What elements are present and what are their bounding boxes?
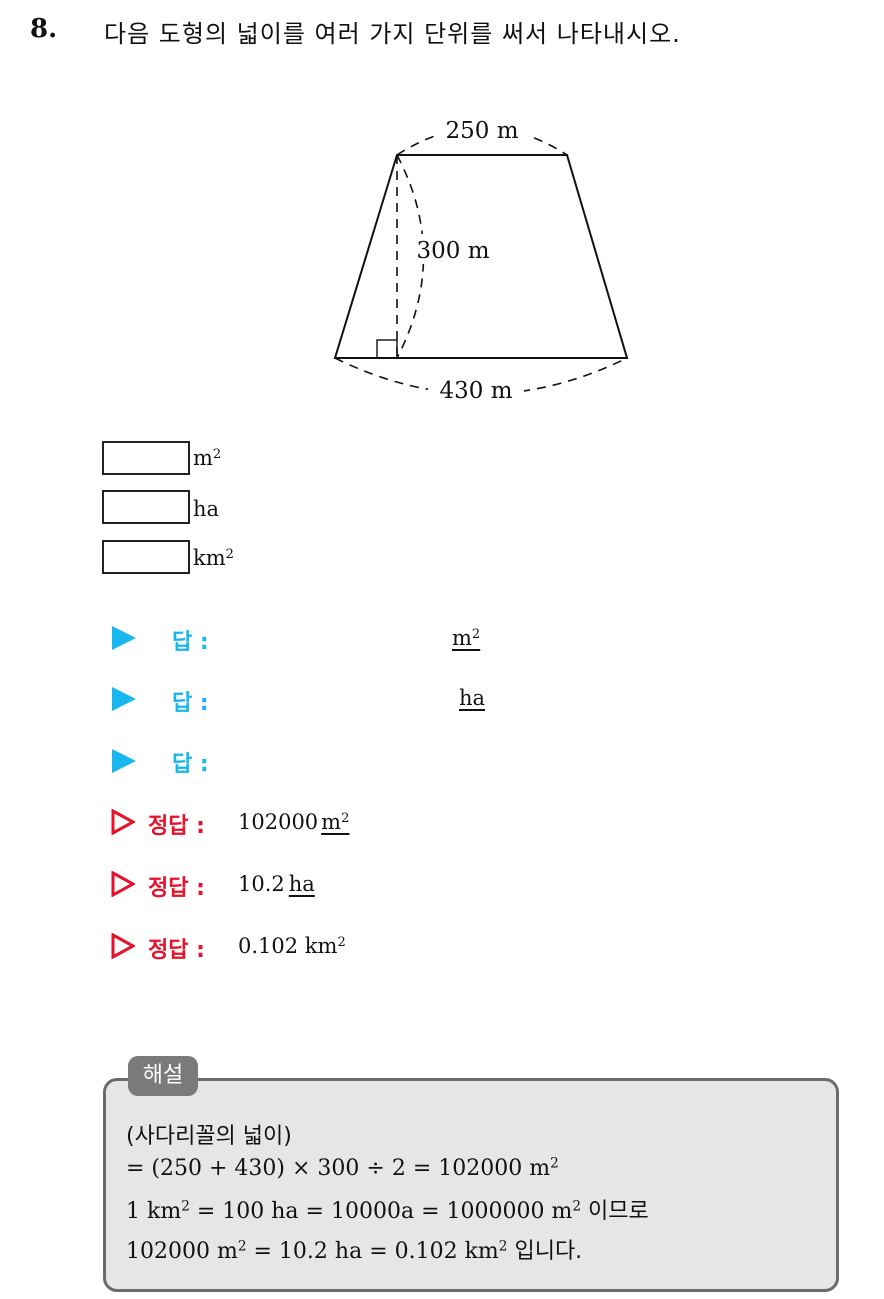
explanation-line-4: 102000 m2 = 10.2 ha = 0.102 km2 입니다.	[126, 1238, 583, 1264]
correct-label: 정답 :	[148, 876, 205, 901]
question-number: 8.	[30, 14, 58, 44]
explanation-line-2: = (250 + 430) × 300 ÷ 2 = 102000 m2	[126, 1155, 559, 1181]
correct-arrow-icon	[111, 933, 135, 959]
answer-box-ha[interactable]	[102, 490, 190, 524]
answer-label: 답 :	[172, 630, 209, 655]
answer-arrow-icon	[112, 626, 136, 650]
explanation-line-3: 1 km2 = 100 ha = 10000a = 1000000 m2 이므로	[126, 1198, 649, 1224]
answer-box-m2[interactable]	[102, 441, 190, 475]
question-text: 다음 도형의 넓이를 여러 가지 단위를 써서 나타내시오.	[104, 20, 681, 48]
top-brace	[396, 126, 568, 156]
answer-label: 답 :	[172, 752, 209, 777]
answer-arrow-icon	[112, 687, 136, 711]
right-angle-marker	[376, 339, 398, 359]
answer-box-km2[interactable]	[102, 540, 190, 574]
correct-arrow-icon	[111, 871, 135, 897]
top-length-label: 250 m	[445, 118, 518, 144]
trapezoid-shape	[333, 154, 629, 359]
bottom-length-label: 430 m	[439, 378, 512, 404]
height-brace	[396, 154, 425, 359]
explanation-box	[103, 1078, 839, 1292]
explanation-line-1: (사다리꼴의 넓이)	[126, 1124, 292, 1149]
correct-arrow-icon	[111, 809, 135, 835]
answer-arrow-icon	[112, 749, 136, 773]
answer-unit-ha: ha	[459, 686, 486, 710]
height-length-label: 300 m	[416, 238, 489, 264]
unit-m2: m2	[193, 446, 222, 470]
answer-label: 답 :	[172, 691, 209, 716]
unit-km2: km2	[193, 546, 234, 570]
correct-label: 정답 :	[148, 814, 205, 839]
correct-answer-3: 0.102 km2	[238, 934, 346, 958]
explanation-tag: 해설	[128, 1056, 198, 1096]
answer-unit-m2: m2	[452, 626, 481, 650]
trapezoid-figure: 250 m 300 m 430 m	[333, 114, 629, 404]
unit-ha: ha	[193, 497, 220, 521]
correct-label: 정답 :	[148, 938, 205, 963]
